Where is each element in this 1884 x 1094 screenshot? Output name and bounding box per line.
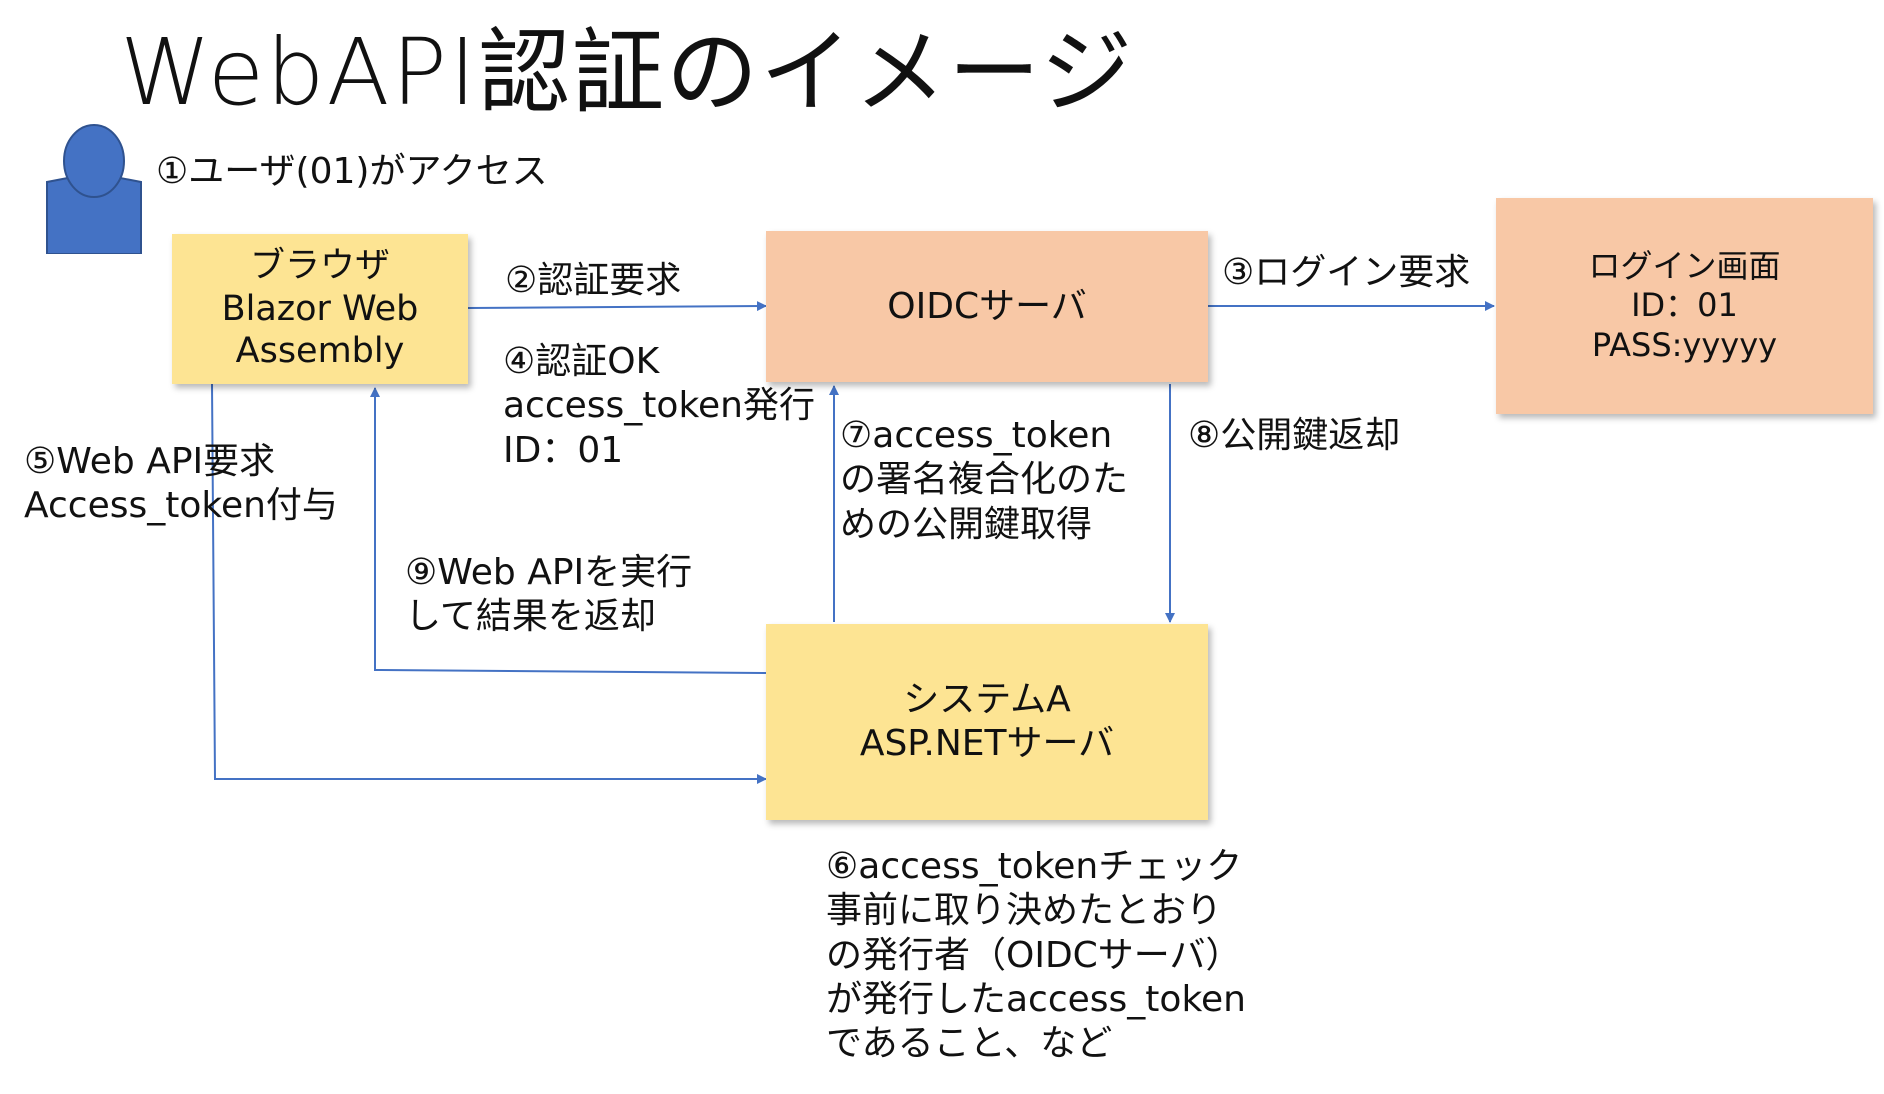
step-1-text: ①ユーザ(01)がアクセス xyxy=(156,151,548,192)
step-6-text: 事前に取り決めたとおり xyxy=(826,890,1223,932)
step-7-text: めの公開鍵取得 xyxy=(840,503,1093,545)
step-7-label: ⑦access_token の署名複合化のた めの公開鍵取得 xyxy=(840,414,1128,547)
step-9-text: して結果を返却 xyxy=(405,596,656,638)
step-1-label: ①ユーザ(01)がアクセス xyxy=(156,150,548,194)
step-3-text: ③ログイン要求 xyxy=(1222,252,1471,293)
step-2-text: ②認証要求 xyxy=(505,260,682,301)
system-a-line: システムA xyxy=(903,679,1071,721)
login-screen-line: ID：01 xyxy=(1631,286,1738,325)
arrow-browser-to-system xyxy=(211,383,767,784)
step-8-text: ⑧公開鍵返却 xyxy=(1188,415,1401,456)
step-4-text: access_token発行 xyxy=(503,385,815,427)
browser-node-line: ブラウザ xyxy=(249,245,390,286)
step-8-label: ⑧公開鍵返却 xyxy=(1188,414,1400,458)
login-screen-line: PASS:yyyyy xyxy=(1591,325,1778,364)
step-4-text: ID：01 xyxy=(503,429,624,471)
step-6-text: ⑥access_tokenチェック xyxy=(826,846,1243,887)
step-7-text: ⑦access_token xyxy=(840,415,1113,456)
step-6-text: が発行したaccess_token xyxy=(826,978,1246,1020)
arrow-browser-to-oidc xyxy=(467,301,767,312)
page-title: WebAPI認証のイメージ xyxy=(120,19,1135,126)
oidc-server-label: OIDCサーバ xyxy=(887,285,1087,327)
step-2-label: ②認証要求 xyxy=(505,259,681,303)
login-screen-line: ログイン画面 xyxy=(1588,247,1781,286)
login-screen-node: ログイン画面 ID：01 PASS:yyyyy xyxy=(1496,198,1873,414)
user-person-icon xyxy=(46,124,142,254)
step-4-label: ④認証OK access_token発行 ID：01 xyxy=(503,340,815,473)
step-9-text: ⑨Web APIを実行 xyxy=(405,552,693,593)
oidc-server-node: OIDCサーバ xyxy=(766,231,1208,382)
arrow-system-to-browser xyxy=(370,387,767,674)
step-4-text: ④認証OK xyxy=(503,341,660,382)
step-5-text: ⑤Web API要求 xyxy=(24,441,276,482)
system-a-line: ASP.NETサーバ xyxy=(859,723,1115,764)
system-a-node: システムA ASP.NETサーバ xyxy=(766,624,1208,820)
step-6-text: であること、など xyxy=(826,1023,1113,1065)
step-7-text: の署名複合化のた xyxy=(840,459,1129,501)
browser-node-line: Assembly xyxy=(235,331,405,372)
step-3-label: ③ログイン要求 xyxy=(1222,251,1470,295)
step-6-label: ⑥access_tokenチェック 事前に取り決めたとおり の発行者（OIDCサ… xyxy=(826,845,1246,1066)
step-9-label: ⑨Web APIを実行 して結果を返却 xyxy=(405,551,692,640)
step-6-text: の発行者（OIDCサーバ） xyxy=(826,934,1242,976)
step-5-text: Access_token付与 xyxy=(24,485,338,527)
browser-node-line: Blazor Web xyxy=(221,288,419,329)
browser-node: ブラウザ Blazor Web Assembly xyxy=(172,234,468,384)
step-5-label: ⑤Web API要求 Access_token付与 xyxy=(24,440,338,529)
